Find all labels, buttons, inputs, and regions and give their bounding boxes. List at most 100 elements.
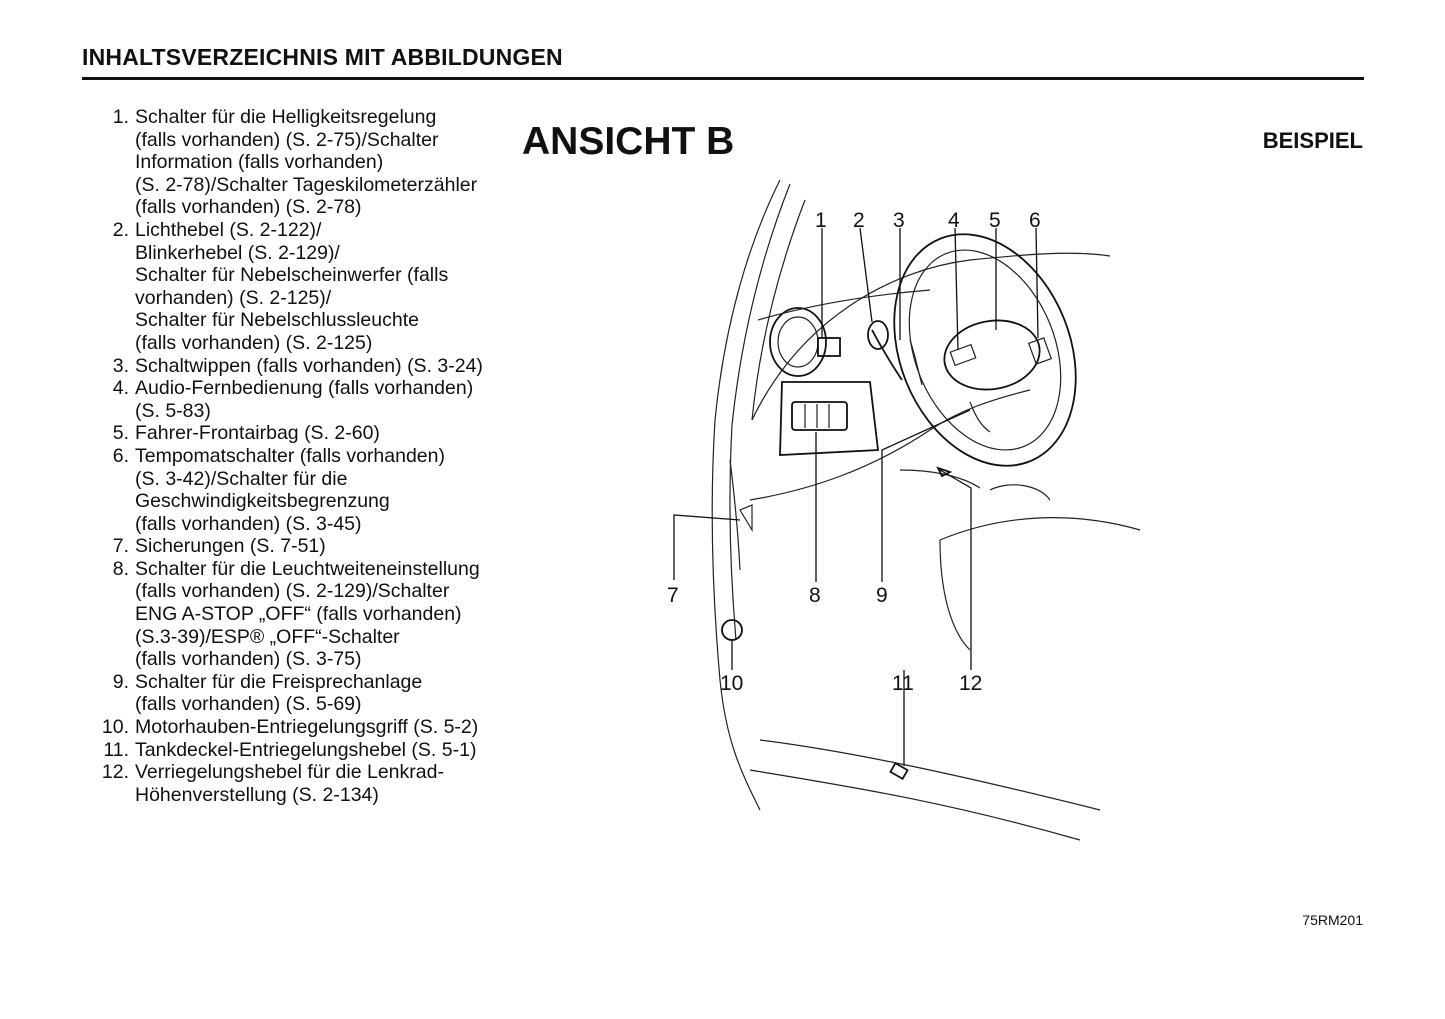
a-pillar-inner (729, 183, 791, 641)
legend-line: Schalter für die Leuchtweiteneinstellung (135, 557, 480, 580)
legend-item: 8.Schalter für die Leuchtweiteneinstellu… (96, 558, 496, 671)
legend-line: Lichthebel (S. 2-122)/ (135, 218, 322, 241)
windshield-edge (751, 199, 806, 421)
legend-line: Fahrer-Frontairbag (S. 2-60) (135, 422, 380, 445)
callout-10: 10 (720, 672, 743, 695)
switch-panel (779, 381, 880, 456)
legend-line: Motorhauben-Entriegelungsgriff (S. 5-2) (135, 716, 479, 739)
meter-hood (769, 307, 827, 377)
legend-line: Schalter für die Helligkeitsregelung (135, 106, 437, 128)
callout-6: 6 (1029, 209, 1041, 232)
legend-line: Geschwindigkeitsbegrenzung (135, 490, 390, 513)
callout-11: 11 (892, 672, 914, 695)
legend-line: Information (falls vorhanden) (135, 151, 384, 174)
dash-top-curve (751, 252, 1111, 421)
cruise-switches (1027, 337, 1053, 365)
audio-switches (949, 343, 977, 367)
callout-3: 3 (893, 209, 905, 232)
legend-text: Sicherungen (S. 7-51) (129, 535, 326, 558)
legend-number: 6. (112, 444, 129, 467)
legend-text: Schaltwippen (falls vorhanden) (S. 3-24) (129, 355, 483, 378)
stalk-tip (867, 320, 889, 350)
legend-line: (falls vorhanden) (S. 2-129)/Schalter (135, 580, 450, 603)
legend-text: Schalter für die Leuchtweiteneinstellung… (129, 558, 480, 671)
legend-number: 1. (112, 106, 129, 128)
legend-line: (S.3-39)/ESP® „OFF“-Schalter (135, 625, 400, 648)
legend-number: 4. (112, 377, 129, 400)
legend-line: (falls vorhanden) (S. 2-78) (135, 196, 362, 219)
legend-line: Höhenverstellung (S. 2-134) (135, 783, 379, 806)
legend-line: Blinkerhebel (S. 2-129)/ (135, 241, 340, 264)
callout-7: 7 (667, 584, 679, 607)
seat-side (939, 539, 971, 651)
callout-5: 5 (989, 209, 1001, 232)
legend-text: Motorhauben-Entriegelungsgriff (S. 5-2) (129, 716, 478, 739)
legend-line: Schalter für die Freisprechanlage (135, 670, 423, 693)
legend-line: (falls vorhanden) (S. 3-45) (135, 512, 362, 535)
legend-list: 1.Schalter für die Helligkeitsregelung(f… (96, 106, 496, 806)
legend-item: 3. Schaltwippen (falls vorhanden) (S. 3-2… (96, 355, 496, 378)
hands-free-switch (969, 401, 991, 433)
floor-edge (749, 769, 1081, 841)
legend-item: 12.Verriegelungshebel für die Lenkrad-Hö… (96, 761, 496, 806)
legend-number: 2. (112, 218, 129, 241)
dashboard-illustration: 1 2 3 4 5 6 7 8 9 10 11 12 (667, 179, 1141, 841)
legend-number: 12. (101, 761, 129, 784)
legend-text: Tankdeckel-Entriegelungshebel (S. 5-1) (129, 739, 476, 762)
legend-number: 10. (101, 716, 129, 739)
legend-line: Tankdeckel-Entriegelungshebel (S. 5-1) (135, 738, 477, 761)
view-title: ANSICHT B (522, 120, 735, 163)
page-title: INHALTSVERZEICHNIS MIT ABBILDUNGEN (82, 44, 563, 70)
legend-line: (S. 5-83) (135, 399, 211, 422)
legend-number: 7. (112, 535, 129, 558)
switch-bank (791, 401, 848, 431)
legend-line: (falls vorhanden) (S. 5-69) (135, 693, 362, 716)
legend-number: 9. (112, 670, 129, 693)
legend-item: 2.Lichthebel (S. 2-122)/Blinkerhebel (S.… (96, 219, 496, 355)
a-pillar-outer (711, 179, 781, 811)
light-stalk (871, 329, 903, 381)
legend-item: 10. Motorhauben-Entriegelungsgriff (S. 5-… (96, 716, 496, 739)
legend-item: 11. Tankdeckel-Entriegelungshebel (S. 5-1… (96, 739, 496, 762)
legend-line: Sicherungen (S. 7-51) (135, 535, 326, 558)
legend-text: Fahrer-Frontairbag (S. 2-60) (129, 422, 380, 445)
legend-text: Schalter für die Helligkeitsregelung(fal… (129, 106, 477, 219)
lower-dash (749, 389, 1031, 501)
meter-dial (777, 316, 819, 368)
page-header: INHALTSVERZEICHNIS MIT ABBILDUNGEN (82, 44, 1364, 80)
legend-number: 3. (112, 354, 129, 377)
legend-number: 8. (112, 557, 129, 580)
legend-line: Schaltwippen (falls vorhanden) (S. 3-24) (135, 354, 483, 377)
pillar-trim (729, 459, 741, 571)
legend-line: (falls vorhanden) (S. 2-75)/Schalter (135, 128, 439, 151)
legend-line: Schalter für Nebelscheinwerfer (falls (135, 264, 449, 287)
brightness-switch (817, 337, 841, 357)
legend-text: Tempomatschalter (falls vorhanden)(S. 3-… (129, 445, 445, 535)
airbag-pad (943, 319, 1041, 391)
callout-2: 2 (853, 209, 865, 232)
legend-line: Tempomatschalter (falls vorhanden) (135, 444, 445, 467)
legend-number: 11. (103, 738, 129, 761)
hood-release (721, 619, 743, 641)
legend-item: 9. Schalter für die Freisprechanlage(fall… (96, 671, 496, 716)
legend-item: 4.Audio-Fernbedienung (falls vorhanden)(… (96, 377, 496, 422)
legend-line: Schalter für Nebelschlussleuchte (135, 309, 419, 332)
callout-8: 8 (809, 584, 821, 607)
legend-line: Audio-Fernbedienung (falls vorhanden) (135, 377, 474, 400)
legend-line: (S. 2-78)/Schalter Tageskilometerzähler (135, 173, 478, 196)
example-label: BEISPIEL (1262, 128, 1363, 153)
legend-item: 7. Sicherungen (S. 7-51) (96, 535, 496, 558)
legend-text: Lichthebel (S. 2-122)/Blinkerhebel (S. 2… (129, 219, 448, 355)
legend-item: 5.Fahrer-Frontairbag (S. 2-60) (96, 422, 496, 445)
steering-wheel-inner (908, 249, 1062, 451)
callout-1: 1 (815, 209, 827, 232)
legend-text: Audio-Fernbedienung (falls vorhanden)(S.… (129, 377, 473, 422)
legend-line: vorhanden) (S. 2-125)/ (135, 286, 332, 309)
dash-panel-line (757, 289, 931, 321)
fuel-lid-lever (889, 761, 909, 781)
legend-item: 1.Schalter für die Helligkeitsregelung(f… (96, 106, 496, 219)
legend-item: 6.Tempomatschalter (falls vorhanden)(S. … (96, 445, 496, 535)
legend-text: Verriegelungshebel für die Lenkrad-Höhen… (129, 761, 444, 806)
callout-4: 4 (948, 209, 960, 232)
legend-line: (falls vorhanden) (S. 3-75) (135, 648, 362, 671)
